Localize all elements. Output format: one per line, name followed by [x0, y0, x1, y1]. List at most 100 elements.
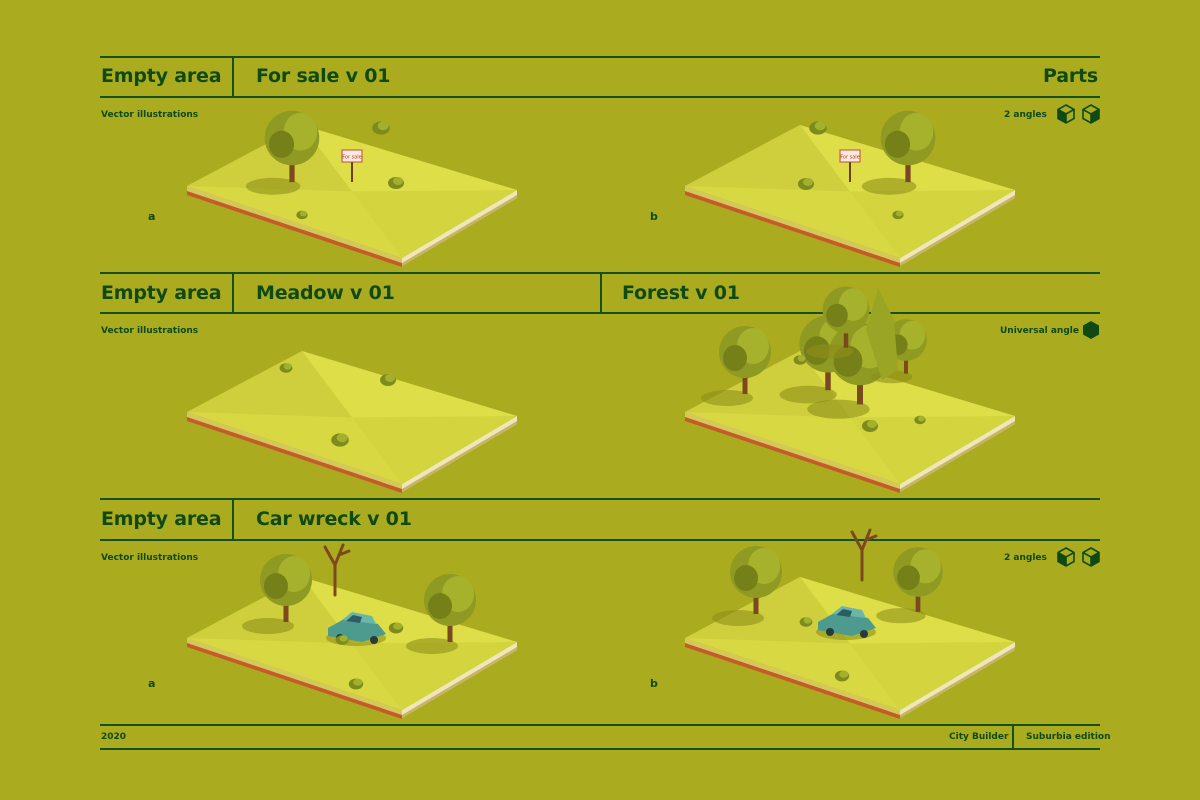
tree	[806, 286, 870, 359]
tile-soil-left	[187, 643, 402, 719]
bush	[388, 177, 404, 189]
section1-title: For sale v 01	[256, 65, 391, 87]
tile-facet	[302, 125, 517, 192]
tree-trunk	[904, 354, 908, 374]
section2-subtitle: Vector illustrations	[101, 326, 199, 336]
tree	[712, 546, 782, 626]
tree-crown-dark	[897, 565, 920, 591]
tree-trunk	[753, 590, 759, 614]
tile-facet	[850, 416, 1015, 484]
tree-trunk	[289, 156, 295, 183]
tile-for-sale-b	[685, 125, 1015, 267]
bush-highlight	[283, 363, 292, 370]
bush	[279, 363, 293, 373]
bush	[296, 210, 308, 220]
sign-text: For sale	[342, 155, 362, 161]
bush	[914, 415, 926, 425]
bush-highlight	[895, 210, 903, 217]
tile-facet	[352, 642, 517, 710]
tile-facet	[685, 577, 850, 644]
tree-trunk	[843, 326, 849, 348]
isometric-cube-left-icon	[1057, 104, 1075, 124]
divider-row2-v2	[600, 273, 602, 313]
tree-trunk	[742, 370, 748, 394]
tile-facet	[685, 125, 850, 192]
tile-soil-right	[402, 421, 517, 492]
tree	[876, 547, 943, 624]
divider-row1-v	[232, 57, 234, 97]
tree-shadow	[779, 385, 837, 404]
tree	[242, 554, 312, 634]
section1-variant-a: a	[148, 210, 156, 223]
bush-highlight	[393, 622, 403, 630]
tile-meadow	[187, 351, 517, 493]
for-sale-sign: For sale	[839, 149, 861, 182]
dead-tree-branches	[850, 528, 878, 582]
bush-highlight	[377, 121, 389, 131]
section3-angle-label: 2 angles	[1004, 553, 1047, 563]
tree-trunk	[905, 156, 911, 183]
tree-shadow	[807, 399, 870, 419]
tile-facet	[352, 190, 517, 258]
divider-row3-bottom	[100, 539, 1100, 541]
bush-highlight	[867, 420, 877, 428]
sign-post	[351, 160, 353, 182]
divider-top	[100, 56, 1100, 58]
bush-highlight	[339, 635, 348, 642]
bush-highlight	[299, 210, 307, 217]
tree-shadow	[245, 177, 301, 195]
bush	[335, 635, 349, 645]
section3-subtitle: Vector illustrations	[101, 553, 199, 563]
car-wreck	[816, 606, 876, 640]
tree-shadow	[806, 344, 854, 359]
section3-variant-a: a	[148, 677, 156, 690]
tile-forest	[685, 351, 1015, 493]
tile-facet	[352, 416, 517, 484]
car-wheel	[826, 628, 834, 636]
divider-footer-v	[1012, 725, 1014, 748]
section3-title: Car wreck v 01	[256, 508, 412, 530]
tile-for-sale-a	[187, 125, 517, 267]
tree-shadow	[712, 610, 764, 626]
tree-trunk	[825, 363, 831, 391]
tree-shadow	[242, 618, 294, 634]
tile-soil-right	[900, 647, 1015, 718]
isometric-cube-right-icon	[1082, 547, 1100, 567]
tile-soil-left	[187, 191, 402, 267]
tile-soil-left	[685, 191, 900, 267]
tree-trunk	[283, 598, 289, 622]
divider-row1-bottom	[100, 96, 1100, 98]
section3-variant-b: b	[650, 677, 658, 690]
tree-crown-dark	[268, 130, 295, 158]
tile-facet	[850, 642, 1015, 710]
car-wheel	[370, 636, 378, 644]
bush	[793, 355, 807, 365]
footer-year: 2020	[101, 732, 127, 742]
bush-highlight	[336, 433, 348, 443]
bush	[798, 178, 814, 190]
bush	[388, 622, 404, 634]
tile-facet	[850, 190, 1015, 258]
section1-angle-label: 2 angles	[1004, 110, 1047, 120]
isometric-cube-right-icon	[1082, 104, 1100, 124]
footer-edition: Suburbia edition	[1026, 732, 1111, 742]
section1-right-title: Parts	[1043, 65, 1098, 87]
bush	[799, 617, 813, 627]
bush	[809, 121, 827, 135]
divider-row3-v	[232, 499, 234, 539]
for-sale-sign: For sale	[341, 149, 363, 182]
tree-crown-dark	[428, 593, 452, 619]
bush-highlight	[803, 178, 813, 186]
tile-facet	[187, 577, 352, 644]
tree-shadow	[876, 608, 926, 624]
sign-board	[839, 149, 861, 163]
sign-board	[341, 149, 363, 163]
tile-soil-right	[402, 195, 517, 266]
sign-post	[849, 160, 851, 182]
tree-crown-dark	[884, 130, 911, 158]
section2-title-meadow: Meadow v 01	[256, 282, 395, 304]
tree-shadow	[701, 390, 753, 406]
bush	[372, 121, 390, 135]
section1-subtitle: Vector illustrations	[101, 110, 199, 120]
